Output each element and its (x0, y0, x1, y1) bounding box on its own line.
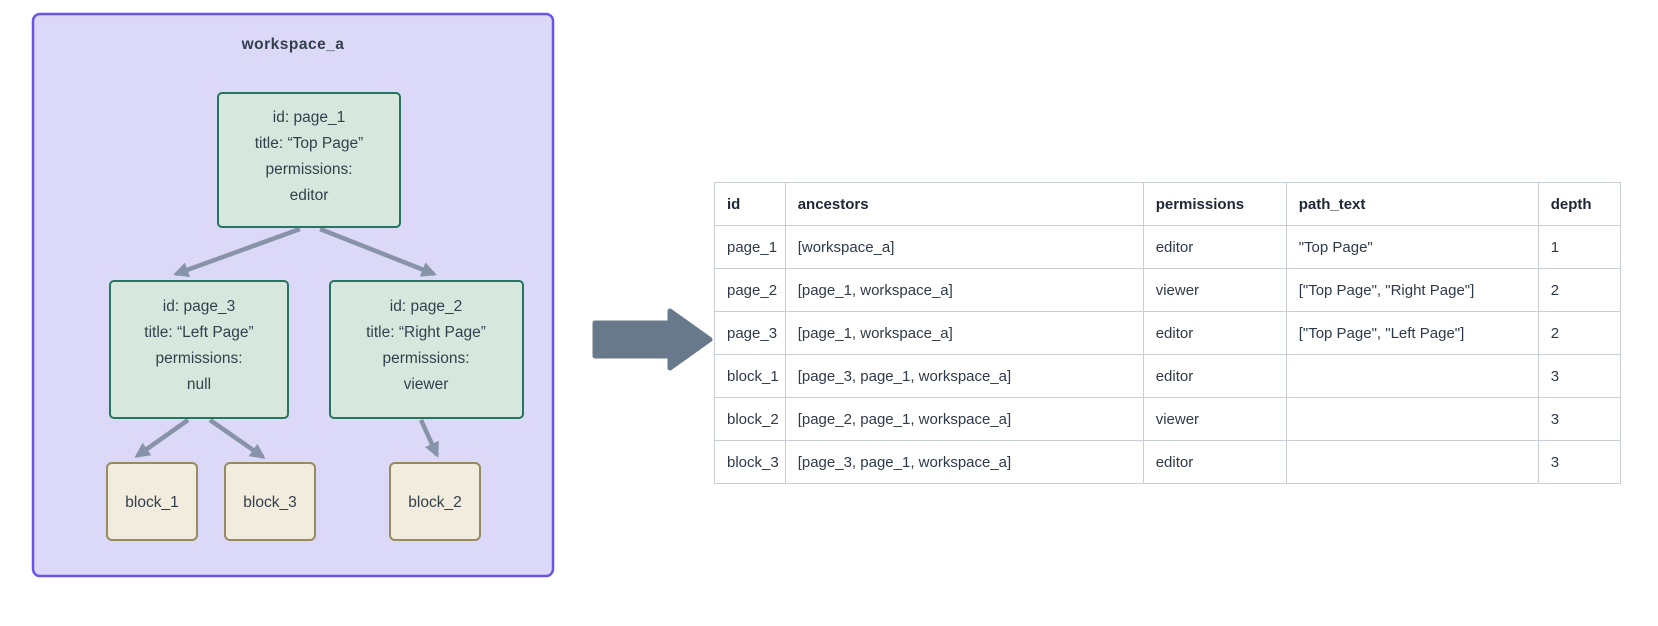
cell-depth: 3 (1537, 397, 1621, 441)
cell-path-text (1285, 354, 1539, 398)
block-1-node: block_1 (106, 462, 198, 541)
cell-id: page_3 (714, 311, 786, 355)
page-3-box (109, 280, 289, 419)
cell-permissions: viewer (1142, 397, 1287, 441)
col-header-permissions: permissions (1142, 182, 1287, 226)
page-1-title: title: “Top Page” (255, 135, 364, 152)
col-header-depth: depth (1537, 182, 1621, 226)
cell-ancestors: [page_1, workspace_a] (784, 268, 1144, 312)
page-1-box (217, 92, 401, 228)
cell-permissions: editor (1142, 440, 1287, 484)
block-1-box (106, 462, 198, 541)
table-header-row: id ancestors permissions path_text depth (714, 182, 1621, 226)
page-1-permissions-label: permissions: (266, 161, 353, 178)
cell-path-text (1285, 440, 1539, 484)
block-2-box (389, 462, 481, 541)
page-2-title: title: “Right Page” (366, 324, 486, 341)
page-1-id: id: page_1 (273, 109, 345, 126)
tree-edges (134, 226, 440, 459)
page-1-node: id: page_1 title: “Top Page” permissions… (217, 92, 401, 228)
cell-ancestors: [page_3, page_1, workspace_a] (784, 440, 1144, 484)
cell-id: page_2 (714, 268, 786, 312)
cell-ancestors: [page_2, page_1, workspace_a] (784, 397, 1144, 441)
cell-id: block_1 (714, 354, 786, 398)
edge-page2-block2 (418, 419, 440, 458)
cell-permissions: viewer (1142, 268, 1287, 312)
ancestry-table: id ancestors permissions path_text depth… (714, 182, 1621, 484)
block-2-node: block_2 (389, 462, 481, 541)
edge-page3-block3 (208, 418, 266, 459)
edge-page1-page3 (173, 226, 301, 278)
table-row: page_2 [page_1, workspace_a] viewer ["To… (714, 268, 1621, 312)
cell-depth: 2 (1537, 268, 1621, 312)
cell-permissions: editor (1142, 311, 1287, 355)
cell-path-text: "Top Page" (1285, 225, 1539, 269)
transform-arrow-icon (592, 308, 713, 371)
cell-path-text: ["Top Page", "Right Page"] (1285, 268, 1539, 312)
workspace-tree-diagram: workspace_a id: page_1 title: “Top Page”… (31, 12, 713, 578)
cell-permissions: editor (1142, 354, 1287, 398)
cell-depth: 1 (1537, 225, 1621, 269)
col-header-id: id (714, 182, 786, 226)
cell-id: block_3 (714, 440, 786, 484)
block-3-box (224, 462, 316, 541)
page-1-permissions-value: editor (290, 187, 329, 204)
cell-path-text: ["Top Page", "Left Page"] (1285, 311, 1539, 355)
page-2-node: id: page_2 title: “Right Page” permissio… (329, 280, 524, 419)
cell-ancestors: [page_3, page_1, workspace_a] (784, 354, 1144, 398)
cell-depth: 3 (1537, 440, 1621, 484)
col-header-path-text: path_text (1285, 182, 1539, 226)
edge-page1-page2 (319, 226, 437, 277)
block-1-label: block_1 (125, 494, 178, 511)
page-3-permissions-value: null (187, 376, 211, 393)
col-header-ancestors: ancestors (784, 182, 1144, 226)
block-2-label: block_2 (408, 494, 461, 511)
cell-ancestors: [workspace_a] (784, 225, 1144, 269)
table-row: block_1 [page_3, page_1, workspace_a] ed… (714, 354, 1621, 398)
table-row: page_1 [workspace_a] editor "Top Page" 1 (714, 225, 1621, 269)
cell-depth: 3 (1537, 354, 1621, 398)
table-row: block_2 [page_2, page_1, workspace_a] vi… (714, 397, 1621, 441)
table-row: block_3 [page_3, page_1, workspace_a] ed… (714, 440, 1621, 484)
block-3-node: block_3 (224, 462, 316, 541)
page-2-permissions-value: viewer (404, 376, 449, 393)
cell-ancestors: [page_1, workspace_a] (784, 311, 1144, 355)
cell-id: page_1 (714, 225, 786, 269)
page-3-node: id: page_3 title: “Left Page” permission… (109, 280, 289, 419)
cell-permissions: editor (1142, 225, 1287, 269)
table-row: page_3 [page_1, workspace_a] editor ["To… (714, 311, 1621, 355)
page-3-id: id: page_3 (163, 298, 235, 315)
cell-path-text (1285, 397, 1539, 441)
workspace-title: workspace_a (241, 36, 345, 53)
block-3-label: block_3 (243, 494, 296, 511)
cell-id: block_2 (714, 397, 786, 441)
page-3-title: title: “Left Page” (144, 324, 253, 341)
page-2-box (329, 280, 524, 419)
edge-page3-block1 (134, 418, 190, 458)
page-3-permissions-label: permissions: (156, 350, 243, 367)
cell-depth: 2 (1537, 311, 1621, 355)
page-2-id: id: page_2 (390, 298, 462, 315)
page-2-permissions-label: permissions: (383, 350, 470, 367)
